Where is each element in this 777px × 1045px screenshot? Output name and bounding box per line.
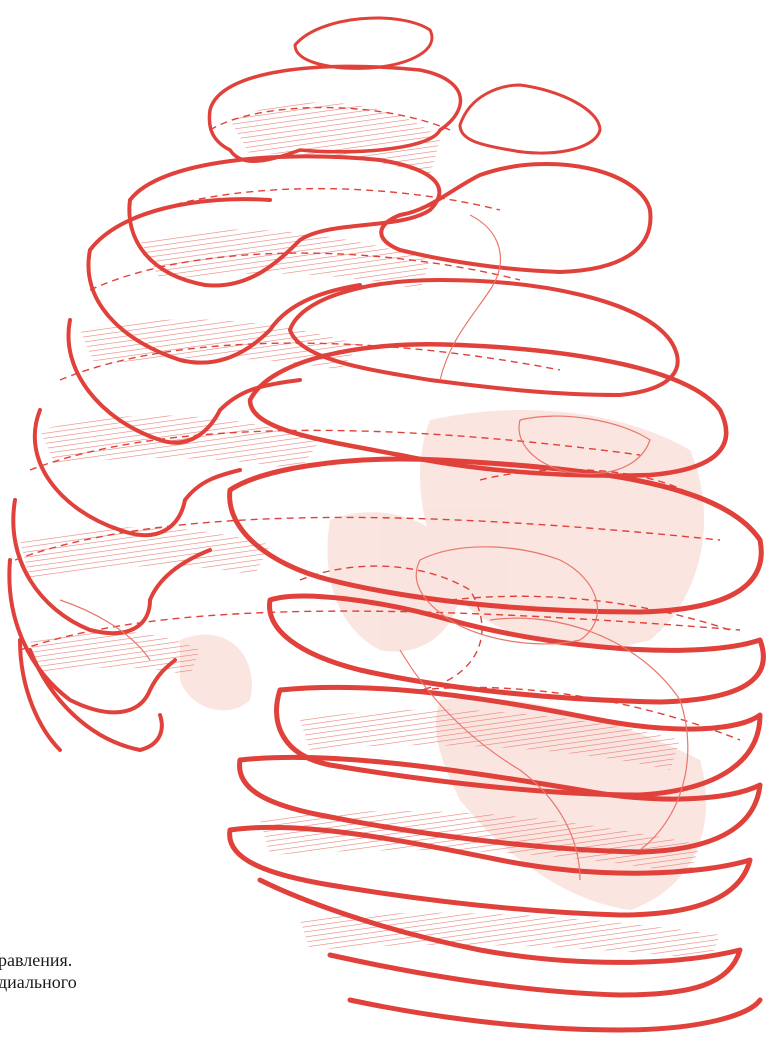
caption-line-2: диального	[0, 972, 298, 992]
section-1	[295, 18, 432, 68]
section-4-right	[290, 280, 678, 395]
caption-line-1: равления.	[0, 950, 298, 970]
section-3-right	[381, 164, 650, 272]
section-2-right	[460, 85, 600, 153]
section-12-right	[350, 1000, 760, 1030]
